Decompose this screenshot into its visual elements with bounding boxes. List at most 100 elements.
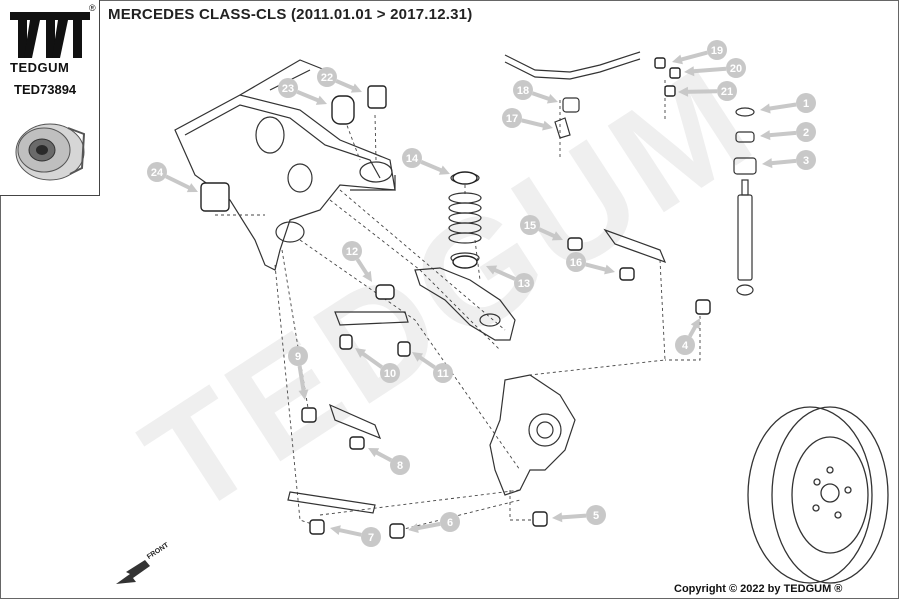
callout-leader-line bbox=[296, 89, 323, 104]
callout-label: 24 bbox=[151, 167, 164, 179]
registered-mark: ® bbox=[89, 3, 96, 13]
page-title: MERCEDES CLASS-CLS (2011.01.01 > 2017.12… bbox=[108, 6, 473, 23]
callout-15: 15 bbox=[520, 215, 563, 241]
callout-16: 16 bbox=[566, 252, 615, 275]
callout-circle bbox=[707, 40, 727, 60]
callout-label: 17 bbox=[506, 113, 518, 125]
callout-label: 4 bbox=[682, 340, 689, 352]
callout-label: 22 bbox=[321, 72, 333, 84]
callout-arrowhead bbox=[362, 270, 372, 282]
callout-label: 8 bbox=[397, 460, 403, 472]
callout-label: 13 bbox=[518, 278, 530, 290]
subframe bbox=[174, 59, 396, 271]
callout-circle bbox=[675, 335, 695, 355]
callout-circle bbox=[726, 58, 746, 78]
callout-arrowhead bbox=[762, 158, 773, 169]
callout-17: 17 bbox=[502, 108, 553, 131]
callout-label: 6 bbox=[447, 517, 453, 529]
callout-label: 21 bbox=[721, 86, 733, 98]
callout-6: 6 bbox=[408, 512, 460, 534]
callout-arrowhead bbox=[672, 54, 683, 65]
stabilizer-bar bbox=[504, 51, 641, 139]
spring-link bbox=[414, 267, 516, 341]
callout-9: 9 bbox=[288, 346, 309, 400]
callout-leader-line bbox=[689, 66, 727, 74]
callout-label: 18 bbox=[517, 85, 529, 97]
callout-10: 10 bbox=[355, 348, 400, 383]
callout-label: 9 bbox=[295, 351, 301, 363]
brand-name: TEDGUM bbox=[10, 60, 70, 75]
callout-circle bbox=[342, 241, 362, 261]
callout-arrowhead bbox=[760, 130, 771, 141]
callout-circle bbox=[566, 252, 586, 272]
callout-4: 4 bbox=[675, 318, 700, 355]
callout-circle bbox=[796, 93, 816, 113]
callout-label: 11 bbox=[437, 368, 449, 380]
callout-arrowhead bbox=[355, 348, 367, 358]
callout-circle bbox=[502, 108, 522, 128]
callout-leader-line bbox=[557, 513, 587, 520]
callout-arrowhead bbox=[412, 352, 424, 362]
part-number: TED73894 bbox=[14, 82, 77, 97]
callout-leader-line bbox=[358, 349, 384, 369]
callout-3: 3 bbox=[762, 150, 816, 170]
callout-arrowhead bbox=[186, 183, 198, 193]
callout-circle bbox=[513, 80, 533, 100]
callout-label: 23 bbox=[282, 83, 294, 95]
callout-circle bbox=[520, 215, 540, 235]
callout-leader-line bbox=[413, 521, 441, 531]
callout-leader-line bbox=[765, 130, 797, 138]
callout-circle bbox=[402, 148, 422, 168]
bushing-product-image bbox=[15, 123, 86, 181]
callout-leader-line bbox=[297, 365, 307, 395]
callout-arrowhead bbox=[684, 66, 695, 77]
callout-arrowhead bbox=[350, 83, 362, 93]
callout-circle bbox=[433, 363, 453, 383]
guide-lines bbox=[215, 80, 701, 531]
callout-leader-line bbox=[521, 118, 548, 129]
callout-label: 10 bbox=[384, 368, 396, 380]
copyright-text: Copyright © 2022 by TEDGUM ® bbox=[674, 583, 843, 595]
callout-14: 14 bbox=[402, 148, 450, 175]
coil-spring bbox=[448, 172, 482, 264]
callout-arrowhead bbox=[690, 318, 700, 330]
shock-absorber bbox=[733, 107, 757, 296]
callout-leader-line bbox=[490, 266, 516, 281]
callout-arrowhead bbox=[330, 525, 341, 536]
callout-arrowhead bbox=[486, 265, 498, 275]
callout-12: 12 bbox=[342, 241, 372, 282]
callout-24: 24 bbox=[147, 162, 198, 193]
callout-leader-line bbox=[765, 102, 797, 112]
callout-label: 19 bbox=[711, 45, 723, 57]
brand-panel: ® TEDGUM TED73894 bbox=[0, 0, 100, 196]
callout-circle bbox=[796, 150, 816, 170]
callout-8: 8 bbox=[368, 448, 410, 475]
control-arms bbox=[287, 228, 667, 514]
callout-circle bbox=[390, 455, 410, 475]
callout-arrowhead bbox=[298, 389, 309, 400]
callout-11: 11 bbox=[412, 352, 453, 383]
callout-label: 16 bbox=[570, 257, 582, 269]
callout-22: 22 bbox=[317, 67, 362, 93]
callout-label: 7 bbox=[368, 532, 374, 544]
callout-leader-line bbox=[165, 174, 194, 192]
callout-leader-line bbox=[335, 527, 362, 537]
callout-label: 3 bbox=[803, 155, 809, 167]
callout-leader-line bbox=[767, 158, 797, 166]
callout-2: 2 bbox=[760, 122, 816, 142]
callout-23: 23 bbox=[278, 78, 327, 105]
callout-circle bbox=[317, 67, 337, 87]
callout-arrowhead bbox=[760, 103, 771, 114]
callout-label: 1 bbox=[803, 98, 809, 110]
callout-arrowhead bbox=[408, 523, 419, 534]
callout-1: 1 bbox=[760, 93, 816, 114]
callout-label: 2 bbox=[803, 127, 809, 139]
callout-leader-line bbox=[677, 50, 708, 63]
callout-circle bbox=[514, 273, 534, 293]
tedgum-logo-icon bbox=[10, 12, 90, 58]
callout-circle bbox=[288, 346, 308, 366]
callout-arrowhead bbox=[552, 512, 563, 523]
